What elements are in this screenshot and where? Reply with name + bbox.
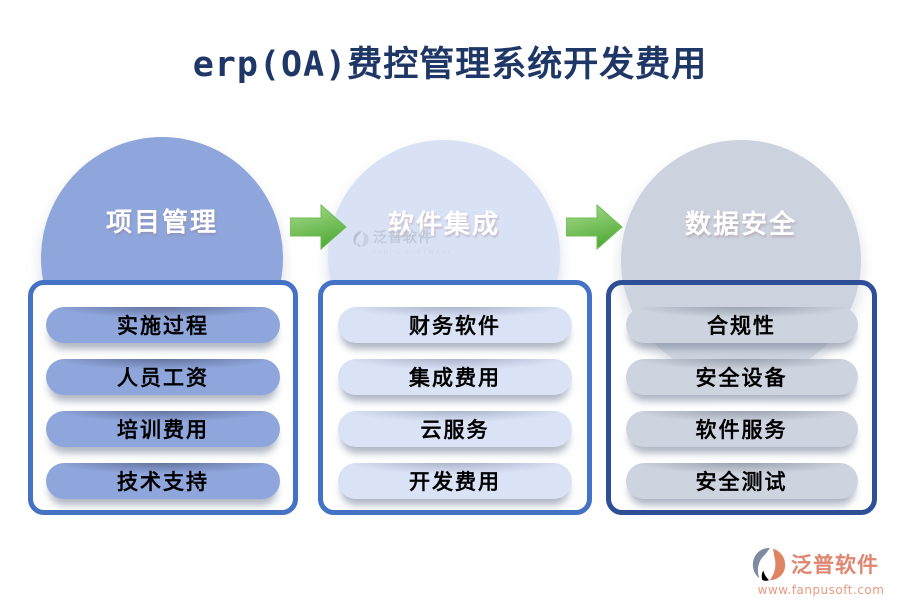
watermark-brand: 泛普软件	[373, 230, 433, 246]
page-title: erp(OA)费控管理系统开发费用	[192, 45, 708, 85]
arrow-right-icon	[566, 203, 623, 251]
cost-item: 开发费用	[338, 463, 572, 499]
cost-item: 实施过程	[46, 307, 280, 343]
group-data-security-costs: 合规性 安全设备 软件服务 安全测试	[606, 280, 877, 515]
cost-item: 安全设备	[625, 359, 858, 395]
fanpu-logo-icon	[752, 547, 786, 581]
cost-item: 软件服务	[625, 411, 858, 447]
cost-item: 技术支持	[46, 463, 280, 499]
brand-url: www.fanpusoft.com	[757, 583, 885, 597]
arrow-right-icon	[290, 203, 347, 251]
cost-item: 安全测试	[625, 463, 858, 499]
group-project-management-costs: 实施过程 人员工资 培训费用 技术支持	[28, 280, 298, 515]
watermark: 泛普软件 FANPU SOFTWARE	[352, 227, 453, 256]
fanpu-logo-icon	[353, 231, 369, 247]
circle-label: 软件集成	[387, 209, 500, 240]
circle-label: 数据安全	[684, 209, 797, 240]
cost-item: 合规性	[625, 307, 858, 343]
cost-item: 人员工资	[46, 359, 280, 395]
cost-item: 财务软件	[338, 307, 572, 343]
cost-item: 云服务	[338, 411, 572, 447]
cost-item: 培训费用	[46, 411, 280, 447]
group-software-integration-costs: 财务软件 集成费用 云服务 开发费用	[318, 280, 592, 515]
cost-item: 集成费用	[338, 359, 572, 395]
circle-label: 项目管理	[105, 207, 218, 238]
brand-footer: 泛普软件 www.fanpusoft.com	[750, 545, 892, 597]
brand-name: 泛普软件	[791, 553, 879, 577]
watermark-tagline: FANPU SOFTWARE	[373, 248, 454, 256]
